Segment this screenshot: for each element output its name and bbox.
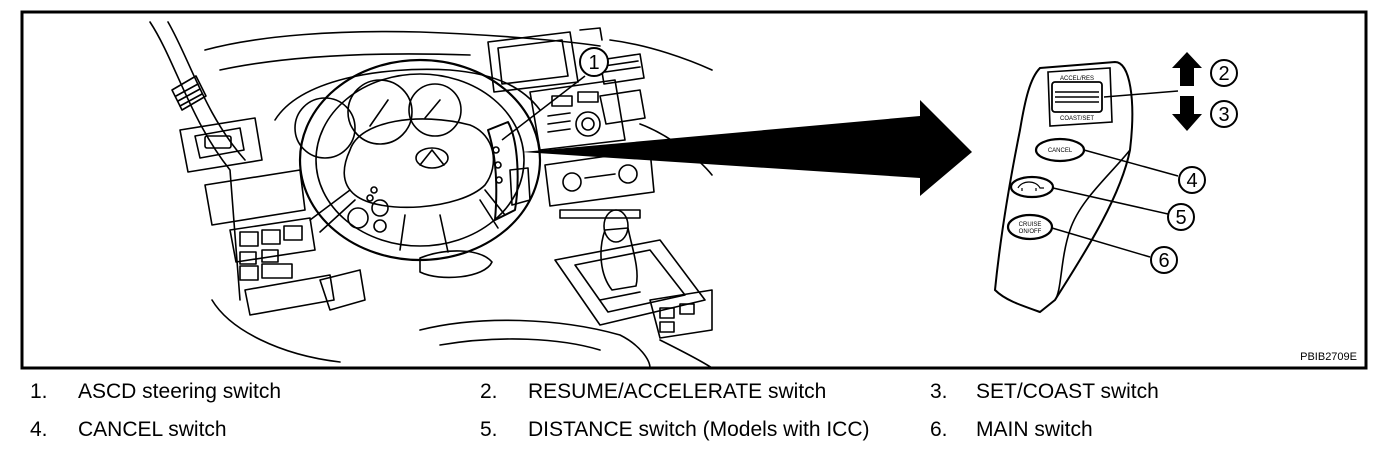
callout-2-label: 2 [1218, 63, 1229, 85]
coast-set-label: COAST/SET [1060, 116, 1094, 122]
figure-id: PBIB2709E [1300, 351, 1357, 363]
left-vent [171, 75, 207, 111]
pointing-arrow [522, 100, 972, 196]
legend-num-3: 3. [930, 380, 948, 403]
legend-text-6: MAIN switch [976, 418, 1093, 441]
leader-lines [1051, 90, 1179, 258]
gear-console [554, 209, 706, 326]
legend-num-6: 6. [930, 418, 948, 441]
on-off-label: ON/OFF [1019, 229, 1042, 235]
accel-coast-rocker [1051, 81, 1103, 113]
legend-num-5: 5. [480, 418, 498, 441]
legend-num-4: 4. [30, 418, 48, 441]
legend-text-1: ASCD steering switch [78, 380, 282, 403]
callout-5-label: 5 [1175, 207, 1186, 229]
dashboard-illustration [149, 21, 713, 369]
legend-text-5: DISTANCE switch (Models with ICC) [528, 418, 870, 441]
callout-4-label: 4 [1186, 170, 1197, 192]
callout-5: 5 [1167, 203, 1195, 231]
switch-detail [993, 60, 1134, 314]
cruise-label: CRUISE [1019, 222, 1042, 228]
callout-3-label: 3 [1218, 104, 1229, 126]
accel-res-label: ACCEL/RES [1060, 76, 1094, 82]
up-arrow-icon [1172, 52, 1202, 86]
callout-6: 6 [1150, 246, 1178, 274]
main-button-drawing [1006, 213, 1054, 241]
callout-4: 4 [1178, 166, 1206, 194]
callout-3: 3 [1210, 100, 1238, 128]
callout-6-label: 6 [1158, 250, 1169, 272]
legend-num-1: 1. [30, 380, 48, 403]
callout-1-label: 1 [588, 52, 599, 74]
left-switch-cluster [239, 225, 335, 316]
legend-text-3: SET/COAST switch [976, 380, 1159, 403]
down-arrow-icon [1172, 96, 1202, 131]
distance-button-drawing [1009, 175, 1055, 199]
cancel-label: CANCEL [1048, 148, 1073, 154]
legend-text-4: CANCEL switch [78, 418, 227, 441]
legend-num-2: 2. [480, 380, 498, 403]
steering-wheel [298, 58, 542, 279]
callout-1: 1 [501, 47, 609, 141]
switch-panel-body [993, 60, 1134, 314]
legend-text-2: RESUME/ACCELERATE switch [528, 380, 827, 403]
callout-2: 2 [1210, 59, 1238, 87]
switch-labels: ACCEL/RES COAST/SET CANCEL CRUISE ON/OFF [1019, 76, 1095, 235]
